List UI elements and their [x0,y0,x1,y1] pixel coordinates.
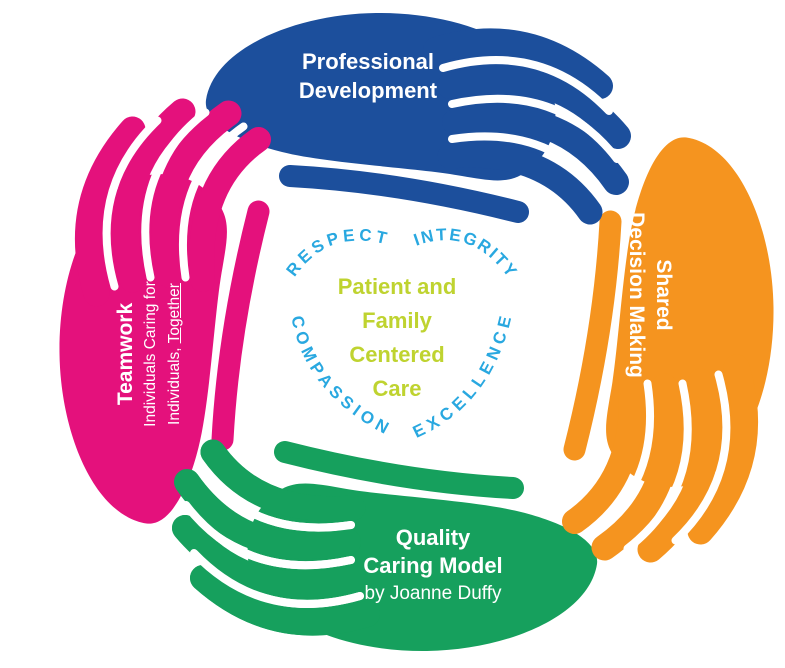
label-byline: by Joanne Duffy [364,583,502,604]
label-teamwork: Teamwork Individuals Caring for Individu… [113,238,187,470]
hand-top-blue [206,13,618,212]
label-line: Decision Making [625,212,648,378]
label-text-fragment: Individuals, [166,347,183,425]
label-line: Teamwork [114,302,137,406]
label-quality-caring-model: Quality Caring Model by Joanne Duffy [313,524,553,608]
label-line: Shared [652,259,675,331]
label-line: Individuals Caring for [142,281,159,427]
label-text-underlined: Together [166,283,183,344]
heart-center-line: Care [372,376,422,401]
label-shared-decision-making: Shared Decision Making [623,170,677,420]
label-line: Development [298,78,438,103]
label-line: Individuals, Together [163,238,187,470]
label-line: Quality [395,525,471,550]
label-professional-development: Professional Development [238,47,498,105]
heart-center-title: Patient and Family Centered Care [307,270,487,406]
heart-center-line: Centered [349,342,445,367]
label-line: Caring Model [363,553,503,578]
heart-center-line: Family [362,308,432,333]
label-line: Professional [301,49,435,74]
heart-center-line: Patient and [337,274,457,299]
